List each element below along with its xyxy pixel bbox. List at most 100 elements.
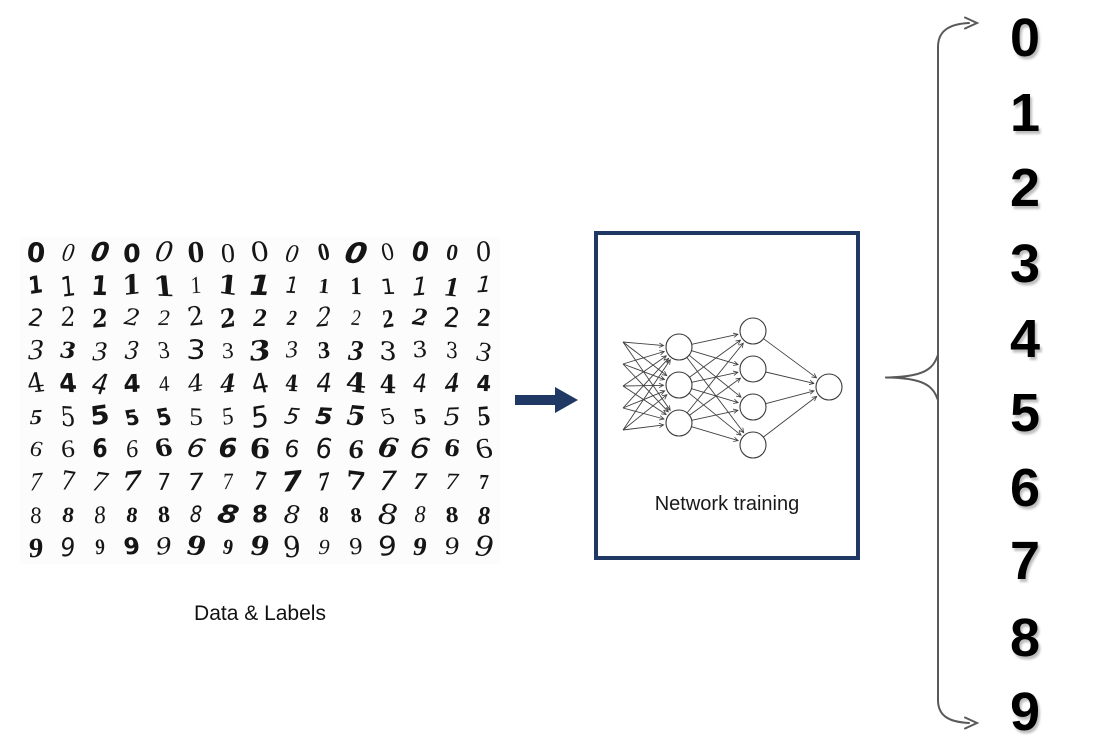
mnist-digit-sample: 6 bbox=[472, 432, 496, 466]
data-labels-caption: Data & Labels bbox=[194, 602, 326, 625]
mnist-digit-sample: 5 bbox=[188, 402, 204, 431]
mnist-digit-sample: 0 bbox=[25, 236, 47, 270]
mnist-digit-sample: 3 bbox=[92, 335, 108, 367]
mnist-digit-sample: 6 bbox=[60, 435, 76, 464]
mnist-digit-sample: 3 bbox=[379, 335, 397, 367]
mnist-digit-sample: 1 bbox=[248, 268, 272, 303]
mnist-digit-sample: 3 bbox=[123, 335, 141, 366]
output-bracket-stem-lower bbox=[885, 376, 939, 400]
mnist-digit-sample: 2 bbox=[157, 305, 171, 331]
mnist-digit-sample: 1 bbox=[350, 272, 362, 300]
output-bracket-stem-upper bbox=[885, 355, 939, 379]
mnist-digit-sample: 8 bbox=[444, 501, 460, 528]
output-class-digit: 3 bbox=[1009, 234, 1041, 294]
mnist-digit-sample: 2 bbox=[28, 304, 44, 334]
output-class-digit: 5 bbox=[1009, 383, 1041, 443]
mnist-digit-sample: 3 bbox=[445, 337, 459, 365]
mnist-digit-sample: 3 bbox=[475, 334, 493, 368]
mnist-digit-sample: 7 bbox=[29, 466, 43, 497]
output-class-digit: 0 bbox=[1009, 8, 1041, 68]
mnist-digit-sample: 9 bbox=[93, 534, 107, 560]
mnist-digit-sample: 3 bbox=[347, 334, 365, 368]
mnist-digit-sample: 0 bbox=[283, 238, 301, 268]
mnist-digit-sample: 1 bbox=[475, 272, 493, 299]
mnist-digit-sample: 8 bbox=[318, 500, 330, 528]
mnist-digit-sample: 4 bbox=[284, 370, 300, 398]
mnist-digit-sample: 9 bbox=[470, 529, 498, 565]
mnist-digit-sample: 8 bbox=[282, 498, 302, 530]
output-class-digit: 8 bbox=[1009, 608, 1041, 668]
mnist-digit-sample: 8 bbox=[29, 501, 43, 528]
neural-network-diagram bbox=[622, 317, 843, 459]
mnist-digit-sample: 0 bbox=[59, 237, 77, 268]
mnist-digit-sample: 6 bbox=[315, 431, 333, 468]
mnist-digit-sample: 5 bbox=[250, 397, 270, 435]
mnist-digit-sample: 4 bbox=[220, 368, 236, 399]
mnist-digit-sample: 4 bbox=[313, 367, 335, 399]
mnist-digit-sample: 9 bbox=[318, 534, 331, 559]
mnist-digit-sample: 3 bbox=[285, 336, 299, 365]
mnist-digit-sample: 2 bbox=[411, 304, 429, 333]
mnist-digit-sample: 8 bbox=[251, 500, 269, 529]
mnist-digit-sample: 6 bbox=[218, 433, 238, 465]
mnist-digit-sample: 9 bbox=[249, 530, 271, 564]
mnist-digit-sample: 1 bbox=[317, 272, 331, 298]
mnist-digit-sample: 7 bbox=[187, 467, 205, 496]
mnist-digit-sample: 4 bbox=[122, 368, 142, 399]
mnist-digit-sample: 8 bbox=[477, 499, 491, 530]
mnist-digit-sample: 2 bbox=[476, 303, 492, 334]
mnist-digit-sample: 5 bbox=[29, 403, 43, 429]
mnist-digit-sample: 7 bbox=[413, 467, 427, 496]
mnist-digit-sample: 5 bbox=[153, 401, 175, 431]
mnist-digit-sample: 8 bbox=[93, 500, 107, 530]
mnist-digit-sample: 4 bbox=[23, 367, 48, 400]
mnist-digit-sample: 9 bbox=[28, 531, 44, 564]
mnist-digit-sample: 6 bbox=[282, 433, 302, 464]
mnist-digit-sample: 4 bbox=[344, 366, 368, 400]
mnist-digit-sample: 3 bbox=[59, 337, 77, 366]
mnist-digit-sample: 4 bbox=[185, 369, 207, 398]
mnist-digit-sample: 0 bbox=[186, 236, 206, 270]
mnist-digit-sample: 3 bbox=[28, 334, 44, 367]
output-class-digit: 9 bbox=[1009, 682, 1041, 742]
mnist-digit-sample: 0 bbox=[153, 236, 176, 268]
mnist-digit-sample: 4 bbox=[412, 367, 428, 399]
mnist-digit-sample: 3 bbox=[317, 336, 331, 365]
mnist-digit-sample: 0 bbox=[378, 239, 398, 267]
mnist-digit-sample: 9 bbox=[59, 532, 77, 563]
mnist-digit-sample: 4 bbox=[57, 368, 79, 400]
mnist-digit-sample: 2 bbox=[443, 302, 461, 335]
mnist-digit-sample: 9 bbox=[282, 530, 302, 565]
network-training-box: Network training bbox=[594, 231, 860, 560]
mnist-digit-sample: 1 bbox=[284, 272, 300, 300]
mnist-digit-sample: 2 bbox=[316, 302, 332, 335]
output-class-digit: 2 bbox=[1009, 158, 1041, 218]
mnist-digit-sample: 3 bbox=[411, 337, 429, 365]
mnist-digit-sample: 4 bbox=[379, 368, 397, 399]
mnist-digit-sample: 7 bbox=[156, 467, 172, 496]
mnist-digit-sample: 2 bbox=[185, 302, 206, 334]
mnist-digit-sample: 7 bbox=[445, 468, 459, 495]
flow-right-arrow-icon bbox=[515, 387, 578, 413]
mnist-digit-sample: 4 bbox=[89, 365, 111, 402]
bracket-bottom-arrowhead-icon bbox=[964, 716, 980, 730]
mnist-digit-sample: 7 bbox=[280, 464, 304, 499]
mnist-digit-sample: 5 bbox=[443, 402, 461, 432]
mnist-digit-sample: 7 bbox=[60, 464, 76, 499]
mnist-digit-sample: 2 bbox=[380, 303, 395, 334]
mnist-digit-sample: 1 bbox=[24, 270, 47, 300]
mnist-digit-sample: 2 bbox=[216, 302, 239, 335]
mnist-digit-sample: 7 bbox=[252, 465, 268, 499]
mnist-digit-sample: 2 bbox=[252, 304, 268, 333]
mnist-digit-sample: 4 bbox=[475, 370, 493, 398]
mnist-digit-sample: 1 bbox=[90, 270, 110, 302]
mnist-digit-sample: 2 bbox=[59, 303, 77, 334]
mnist-digit-sample: 7 bbox=[345, 465, 368, 498]
mnist-digit-sample: 4 bbox=[247, 367, 273, 401]
network-box-label: Network training bbox=[654, 493, 800, 515]
mnist-digit-sample: 1 bbox=[411, 270, 429, 302]
mnist-digit-sample: 8 bbox=[61, 501, 75, 527]
mnist-digit-sample: 2 bbox=[286, 305, 298, 331]
mnist-digit-sample: 7 bbox=[378, 465, 398, 498]
